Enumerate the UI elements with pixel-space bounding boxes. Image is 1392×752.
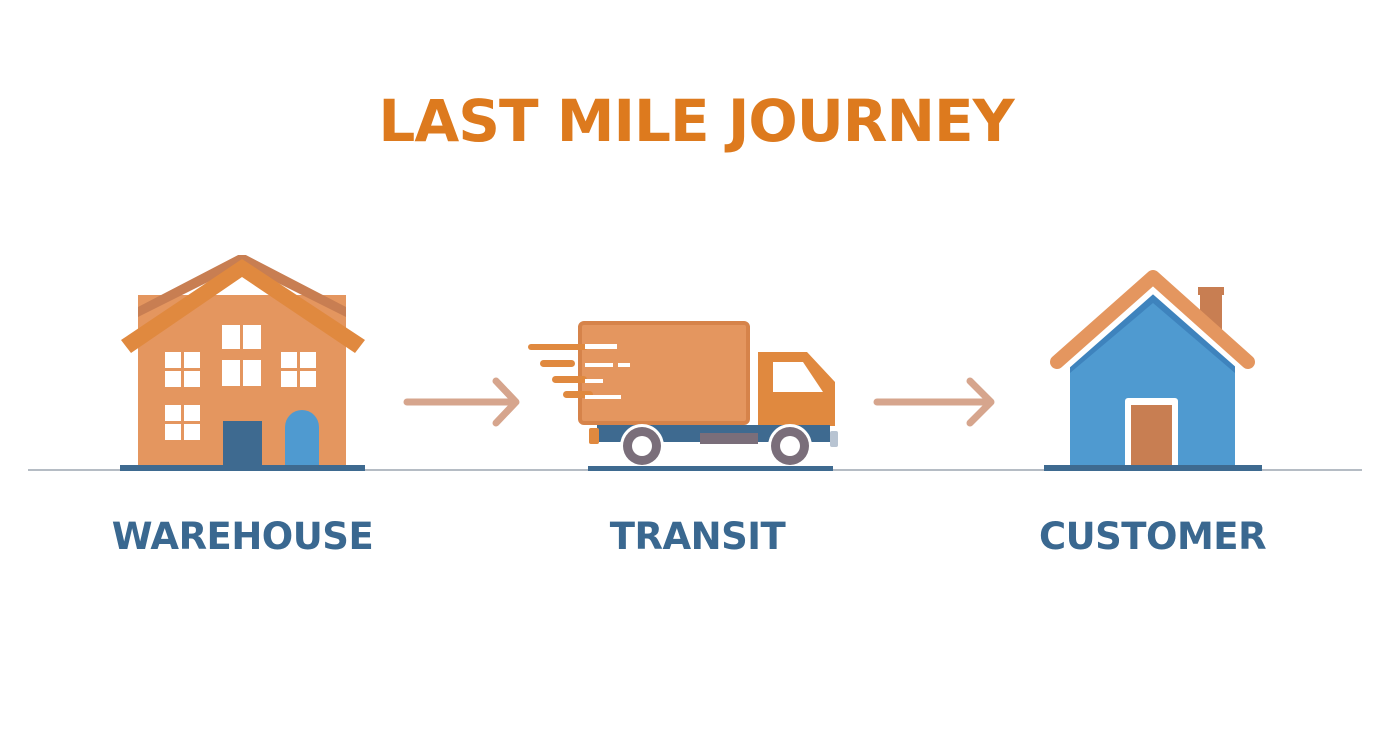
arrow-right-icon — [873, 377, 995, 427]
stage-label-transit: TRANSIT — [609, 515, 786, 558]
delivery-truck-icon — [528, 321, 838, 471]
warehouse-icon — [120, 255, 365, 471]
stage-label-warehouse: WAREHOUSE — [111, 515, 374, 558]
arrow-right-icon — [403, 377, 520, 427]
diagram-title: LAST MILE JOURNEY — [378, 87, 1014, 155]
stage-label-customer: CUSTOMER — [1038, 515, 1267, 558]
house-icon — [1044, 270, 1262, 471]
